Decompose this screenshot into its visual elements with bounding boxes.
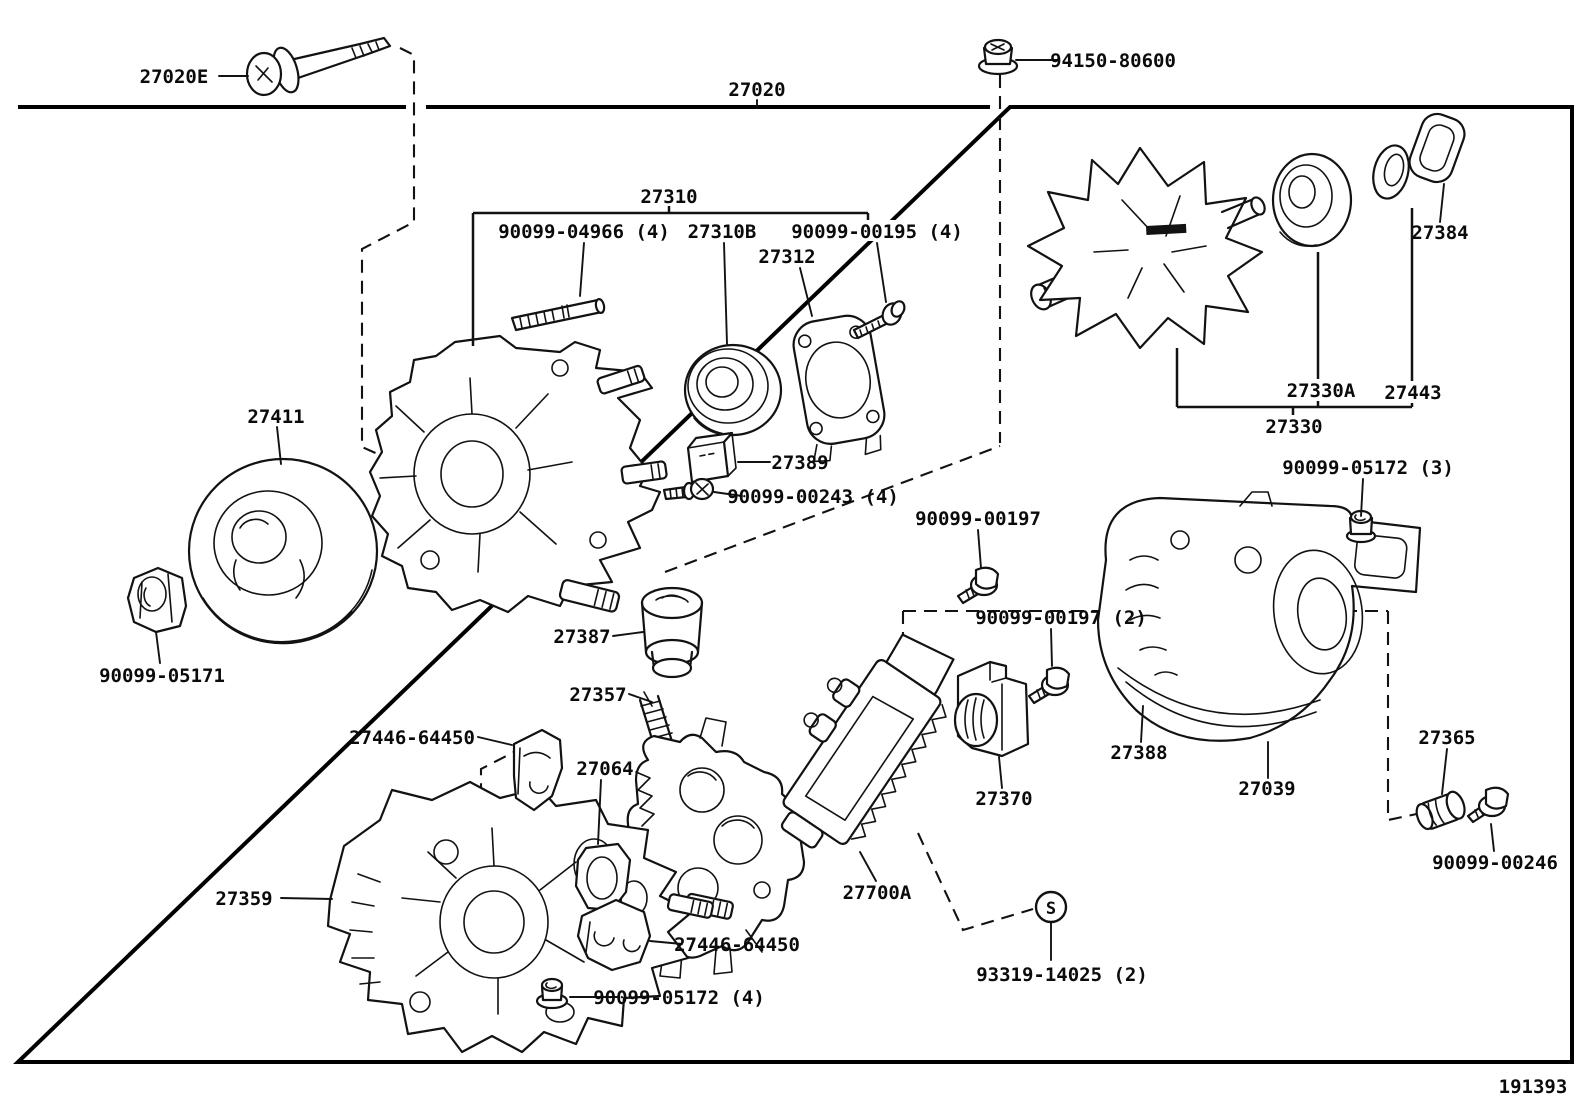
pulley-nut-drawing bbox=[126, 566, 188, 634]
insulator-bushing-drawing bbox=[1415, 790, 1466, 831]
label-mask bbox=[1382, 381, 1444, 403]
rectifier-cover-drawing bbox=[953, 660, 1030, 758]
diagram-border bbox=[13, 105, 1574, 1064]
part-label-90099-05172-4[interactable]: 90099-05172 (4) bbox=[593, 987, 765, 1009]
part-label-27384[interactable]: 27384 bbox=[1411, 222, 1468, 244]
part-label-27020[interactable]: 27020 bbox=[728, 79, 785, 101]
stud-bolt-drawing bbox=[510, 298, 606, 332]
retainer-bolt-drawing bbox=[852, 300, 906, 340]
pulley-drawing bbox=[187, 457, 379, 645]
label-mask bbox=[800, 220, 954, 241]
part-label-27443[interactable]: 27443 bbox=[1384, 382, 1441, 404]
part-label-90099-00197[interactable]: 90099-00197 bbox=[915, 508, 1041, 530]
rotor-drawing bbox=[1026, 146, 1266, 350]
terminal-bushing-drawing bbox=[640, 586, 704, 679]
cover-nut-drawing bbox=[1345, 509, 1377, 544]
part-label-27359[interactable]: 27359 bbox=[215, 888, 272, 910]
substitution-symbol: S bbox=[1034, 890, 1068, 924]
frame-screw-drawing bbox=[662, 477, 715, 501]
part-label-90099-05172-3[interactable]: 90099-05172 (3) bbox=[1282, 457, 1454, 479]
part-label-27387[interactable]: 27387 bbox=[553, 626, 610, 648]
insulator-screw-drawing bbox=[1466, 786, 1510, 824]
part-label-27310b[interactable]: 27310B bbox=[688, 221, 757, 243]
part-label-27020e[interactable]: 27020E bbox=[140, 66, 209, 88]
part-label-27365[interactable]: 27365 bbox=[1418, 727, 1475, 749]
voltage-regulator-drawing bbox=[780, 633, 955, 849]
wire-clamp-lower-drawing bbox=[576, 898, 652, 972]
front-bearing-drawing bbox=[683, 343, 783, 437]
part-label-27039[interactable]: 27039 bbox=[1238, 778, 1295, 800]
top-nut-drawing bbox=[977, 38, 1019, 76]
bearing-cover-drawing bbox=[1408, 112, 1466, 184]
part-label-27446-64450-lower[interactable]: 27446-64450 bbox=[674, 934, 800, 956]
part-label-27064[interactable]: 27064 bbox=[576, 758, 633, 780]
label-mask bbox=[1278, 379, 1364, 401]
part-label-90099-00197-2[interactable]: 90099-00197 (2) bbox=[975, 607, 1147, 629]
substitution-symbol-letter: S bbox=[1046, 899, 1056, 919]
part-label-27312[interactable]: 27312 bbox=[758, 246, 815, 268]
part-label-27330a[interactable]: 27330A bbox=[1287, 380, 1356, 402]
part-label-93319-14025[interactable]: 93319-14025 (2) bbox=[976, 964, 1148, 986]
rear-cover-drawing bbox=[1096, 491, 1422, 742]
part-label-27370[interactable]: 27370 bbox=[975, 788, 1032, 810]
part-label-27389[interactable]: 27389 bbox=[771, 452, 828, 474]
part-label-27330[interactable]: 27330 bbox=[1265, 416, 1322, 438]
part-label-94150-80600[interactable]: 94150-80600 bbox=[1050, 50, 1176, 72]
diagram-code: 191393 bbox=[1499, 1076, 1568, 1098]
part-label-27310[interactable]: 27310 bbox=[640, 186, 697, 208]
rear-bearing-drawing bbox=[1271, 152, 1353, 248]
cover-screw2-drawing bbox=[1027, 666, 1071, 705]
part-label-27700a[interactable]: 27700A bbox=[843, 882, 912, 904]
bracket-nut-drawing bbox=[535, 977, 569, 1010]
cover-screw-drawing bbox=[956, 566, 1000, 605]
part-label-90099-00243[interactable]: 90099-00243 (4) bbox=[727, 486, 899, 508]
wire-clamp-upper-drawing bbox=[512, 728, 564, 812]
part-label-90099-05171[interactable]: 90099-05171 bbox=[99, 665, 225, 687]
part-labels: 27020E 27020 94150-80600 27310 90099-049… bbox=[99, 50, 1558, 1009]
part-label-27357[interactable]: 27357 bbox=[569, 684, 626, 706]
bearing-retainer-drawing bbox=[792, 314, 886, 463]
part-label-27411[interactable]: 27411 bbox=[247, 406, 304, 428]
through-bolt-drawing bbox=[245, 36, 392, 97]
part-label-90099-00246[interactable]: 90099-00246 bbox=[1432, 852, 1558, 874]
terminal-insulator-drawing bbox=[686, 431, 737, 484]
part-label-27388[interactable]: 27388 bbox=[1110, 742, 1167, 764]
bearing-washer-drawing bbox=[1372, 144, 1410, 200]
part-label-90099-04966[interactable]: 90099-04966 (4) bbox=[498, 221, 670, 243]
part-label-27446-64450-upper[interactable]: 27446-64450 bbox=[349, 727, 475, 749]
callout-brackets bbox=[471, 99, 1414, 415]
rear-end-frame-drawing bbox=[368, 334, 668, 614]
part-label-90099-00195[interactable]: 90099-00195 (4) bbox=[791, 221, 963, 243]
callout-leaders bbox=[155, 59, 1495, 998]
